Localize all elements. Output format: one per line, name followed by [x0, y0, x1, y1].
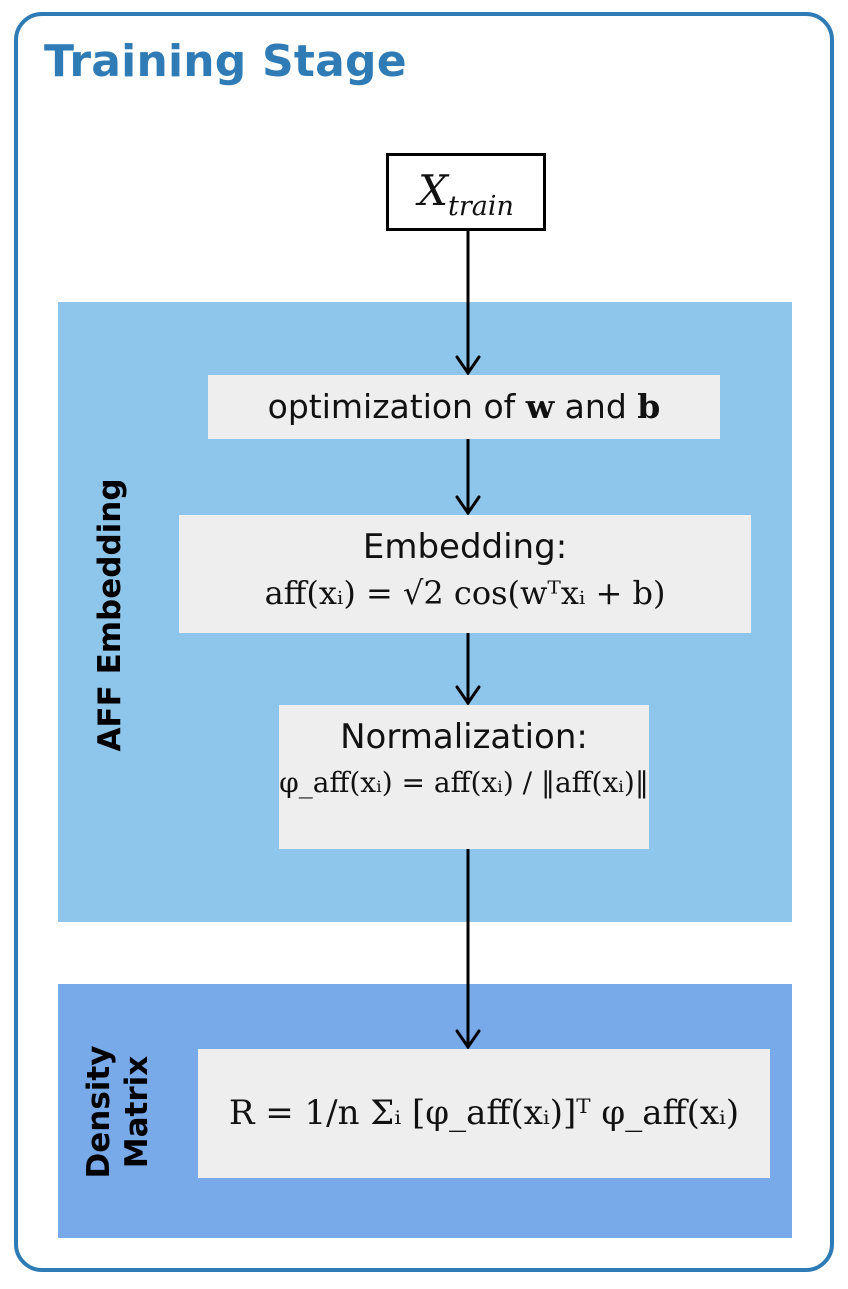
embedding-title: Embedding:: [362, 527, 568, 567]
optimization-b: b: [637, 387, 661, 426]
density-matrix-formula: R = 1/n Σᵢ [φ_aff(xᵢ)]ᵀ φ_aff(xᵢ): [228, 1093, 740, 1133]
normalization-node: Normalization: φ_aff(xᵢ) = aff(xᵢ) / ‖af…: [279, 705, 649, 849]
normalization-title: Normalization:: [340, 717, 588, 757]
embedding-node: Embedding: aff(xᵢ) = √2 cos(wᵀxᵢ + b): [179, 515, 751, 633]
normalization-formula: φ_aff(xᵢ) = aff(xᵢ) / ‖aff(xᵢ)‖: [279, 766, 649, 799]
input-node-subscript: train: [448, 191, 514, 222]
embedding-formula: aff(xᵢ) = √2 cos(wᵀxᵢ + b): [264, 574, 666, 612]
arrow-input-to-optimization: [455, 229, 481, 376]
optimization-node: optimization of w and b: [208, 375, 720, 439]
input-node-x-train: Xtrain: [386, 153, 546, 231]
optimization-and: and: [554, 387, 638, 426]
optimization-w: w: [525, 387, 555, 426]
density-matrix-node: R = 1/n Σᵢ [φ_aff(xᵢ)]ᵀ φ_aff(xᵢ): [198, 1049, 770, 1178]
arrow-embedding-to-normalization: [455, 631, 481, 706]
arrow-optimization-to-embedding: [455, 437, 481, 516]
stage-title: Training Stage: [44, 36, 407, 87]
optimization-text: optimization of: [267, 387, 526, 426]
arrow-normalization-to-density: [455, 847, 481, 1050]
input-node-base: X: [418, 166, 448, 215]
